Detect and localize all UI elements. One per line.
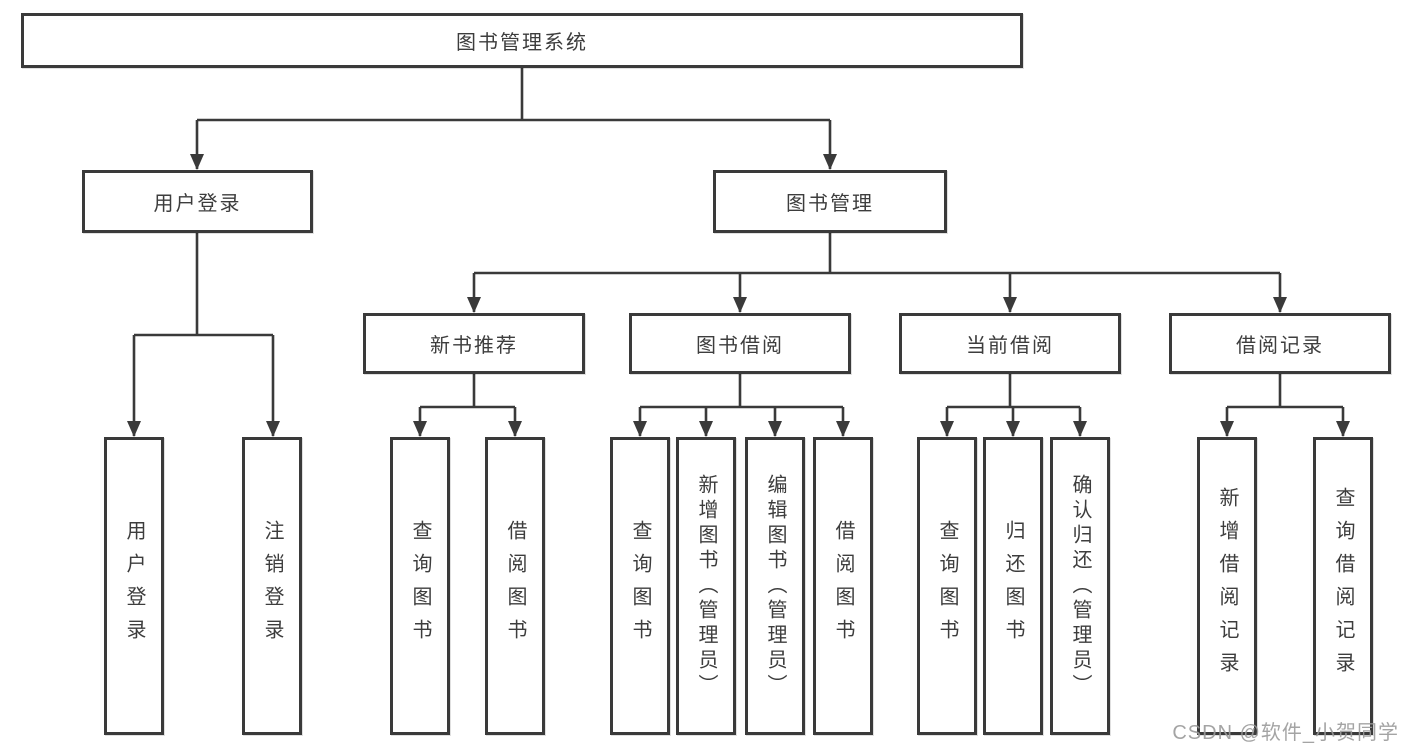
node-label: 新增图书（管理员） [695, 473, 717, 699]
node-label: 查询图书 [936, 520, 958, 652]
node-label: 新书推荐 [430, 335, 518, 357]
node-root-library-system: 图书管理系统 [21, 13, 1023, 68]
leaf-current-confirm-return-admin: 确认归还（管理员） [1050, 437, 1110, 735]
csdn-watermark: CSDN @软件_小贺同学 [1172, 722, 1399, 744]
leaf-current-return-book: 归还图书 [983, 437, 1043, 735]
node-user-login: 用户登录 [82, 170, 313, 233]
node-label: 新增借阅记录 [1216, 487, 1238, 685]
node-borrow-records: 借阅记录 [1169, 313, 1391, 374]
leaf-logout: 注销登录 [242, 437, 302, 735]
node-label: 借阅图书 [832, 520, 854, 652]
node-label: 归还图书 [1002, 520, 1024, 652]
node-label: 当前借阅 [966, 335, 1054, 357]
node-label: 确认归还（管理员） [1069, 473, 1091, 699]
leaf-user-login: 用户登录 [104, 437, 164, 735]
node-book-management: 图书管理 [713, 170, 947, 233]
node-label: 图书管理系统 [456, 32, 588, 54]
node-label: 借阅记录 [1236, 335, 1324, 357]
leaf-record-query-borrow-record: 查询借阅记录 [1313, 437, 1373, 735]
leaf-borrowing-edit-book-admin: 编辑图书（管理员） [745, 437, 805, 735]
node-label: 注销登录 [261, 520, 283, 652]
node-label: 借阅图书 [504, 520, 526, 652]
node-label: 图书借阅 [696, 335, 784, 357]
node-current-borrowing: 当前借阅 [899, 313, 1121, 374]
node-label: 图书管理 [786, 193, 874, 215]
node-label: 查询图书 [409, 520, 431, 652]
leaf-recommend-query-book: 查询图书 [390, 437, 450, 735]
leaf-borrowing-borrow-book: 借阅图书 [813, 437, 873, 735]
node-book-borrowing: 图书借阅 [629, 313, 851, 374]
node-label: 用户登录 [123, 520, 145, 652]
node-label: 用户登录 [153, 193, 242, 215]
leaf-record-add-borrow-record: 新增借阅记录 [1197, 437, 1257, 735]
leaf-current-query-book: 查询图书 [917, 437, 977, 735]
leaf-borrowing-query-book: 查询图书 [610, 437, 670, 735]
leaf-borrowing-add-book-admin: 新增图书（管理员） [676, 437, 736, 735]
node-new-book-recommend: 新书推荐 [363, 313, 585, 374]
node-label: 查询图书 [629, 520, 651, 652]
node-label: 查询借阅记录 [1332, 487, 1354, 685]
node-label: 编辑图书（管理员） [764, 473, 786, 699]
leaf-recommend-borrow-book: 借阅图书 [485, 437, 545, 735]
